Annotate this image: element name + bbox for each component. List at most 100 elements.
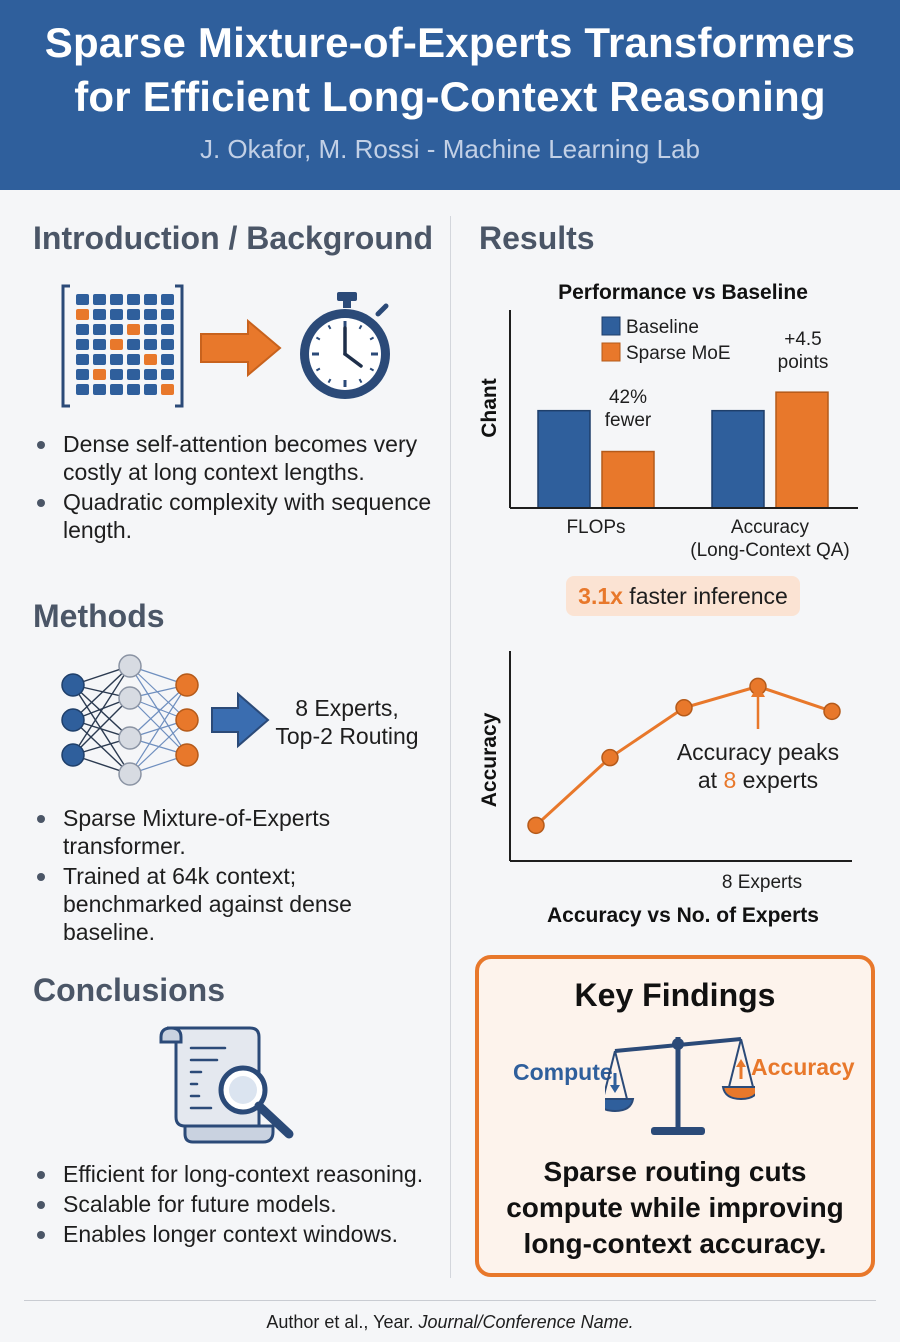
bar-chart-ylabel: Chant [478, 378, 501, 438]
network-icon [61, 654, 199, 786]
matrix-cell [144, 354, 157, 365]
intro-diagram [61, 284, 390, 408]
bar-baseline-flops [537, 409, 591, 509]
matrix-cell [110, 354, 123, 365]
bar-sparse-moe-accuracy [775, 391, 829, 509]
matrix-cell [76, 369, 89, 380]
intro-bullets: Dense self-attention becomes very costly… [33, 430, 433, 546]
clock-tick [327, 324, 332, 330]
line-chart-ylabel: Accuracy [478, 712, 501, 808]
matrix-cell [110, 309, 123, 320]
hidden-node [118, 726, 142, 750]
hidden-node [118, 654, 142, 678]
matrix-cell [93, 384, 106, 395]
matrix-cell [127, 369, 140, 380]
annotation-accuracy: +4.5 points [777, 329, 829, 373]
clock-tick [315, 336, 321, 341]
list-item: Dense self-attention becomes very costly… [33, 430, 433, 486]
legend-swatch-baseline [601, 316, 621, 336]
line-chart-title: Accuracy vs No. of Experts [547, 904, 819, 927]
hidden-node [118, 686, 142, 710]
legend-swatch-moe [601, 342, 621, 362]
key-findings-box: Key Findings Compute Accuracy Sparse rou… [475, 955, 875, 1277]
list-item: Enables longer context windows. [33, 1220, 443, 1248]
conclusions-title: Conclusions [33, 972, 226, 1008]
conclusions-bullets: Efficient for long-context reasoning. Sc… [33, 1160, 443, 1250]
clock-tick [369, 336, 375, 341]
title-line-2: for Efficient Long-Context Reasoning [74, 73, 826, 120]
bar-chart-legend: Baseline Sparse MoE [601, 316, 731, 364]
tick-label-flops: FLOPs [566, 517, 626, 538]
methods-diagram [61, 654, 270, 786]
right-arrow-icon [211, 691, 270, 749]
matrix-cell [76, 309, 89, 320]
line-chart [509, 651, 852, 862]
bar-sparse-moe-flops [601, 450, 655, 509]
matrix-cell [93, 369, 106, 380]
bar-chart-title: Performance vs Baseline [558, 281, 808, 304]
expert-node [175, 743, 199, 767]
title-line-1: Sparse Mixture-of-Experts Transformers [44, 19, 856, 66]
matrix-cell [127, 339, 140, 350]
methods-bullets: Sparse Mixture-of-Experts transformer. T… [33, 804, 433, 948]
up-arrow-icon [736, 1059, 746, 1079]
right-arrow-icon [200, 318, 282, 378]
matrix-cell [144, 324, 157, 335]
matrix-cell [93, 294, 106, 305]
matrix-cell [76, 324, 89, 335]
matrix-cell [144, 294, 157, 305]
matrix-cell [93, 354, 106, 365]
expert-node [175, 673, 199, 697]
matrix-cell [127, 324, 140, 335]
matrix-cell [161, 294, 174, 305]
clock-tick [358, 324, 363, 330]
list-item: Sparse Mixture-of-Experts transformer. [33, 804, 433, 860]
matrix-cell [93, 339, 106, 350]
tick-label-accuracy: Accuracy (Long-Context QA) [690, 517, 850, 561]
data-point-4 [823, 702, 841, 721]
matrix-cell [93, 309, 106, 320]
matrix-cell [144, 369, 157, 380]
list-item: Quadratic complexity with sequence lengt… [33, 488, 433, 544]
matrix-cell [110, 294, 123, 305]
matrix-cell [127, 294, 140, 305]
poster-title: Sparse Mixture-of-Experts Transformers f… [0, 0, 900, 124]
input-node [61, 743, 85, 767]
expert-node [175, 708, 199, 732]
compute-label: Compute [513, 1059, 613, 1085]
input-node [61, 673, 85, 697]
bar-chart: Baseline Sparse MoE [509, 310, 858, 509]
clock-tick [358, 378, 363, 384]
matrix-cell [127, 309, 140, 320]
bar-baseline-accuracy [711, 409, 765, 509]
key-findings-title: Key Findings [574, 977, 776, 1013]
footer-citation: Author et al., Year. Journal/Conference … [266, 1312, 634, 1332]
intro-title: Introduction / Background [33, 220, 433, 256]
matrix-cell [76, 384, 89, 395]
matrix-cell [76, 339, 89, 350]
matrix-cell [161, 324, 174, 335]
accuracy-label: Accuracy [751, 1054, 855, 1080]
matrix-cell [144, 309, 157, 320]
matrix-cell [110, 339, 123, 350]
document-search-icon [159, 1026, 294, 1144]
matrix-cell [144, 384, 157, 395]
matrix-cell [76, 294, 89, 305]
column-divider [450, 216, 451, 1278]
matrix-cell [161, 309, 174, 320]
legend-label-moe: Sparse MoE [626, 343, 731, 364]
matrix-cell [161, 384, 174, 395]
matrix-cell [110, 324, 123, 335]
key-findings-text: Sparse routing cuts compute while improv… [506, 1156, 844, 1259]
clock-tick [327, 378, 332, 384]
down-arrow-icon [610, 1073, 620, 1093]
peak-arrow-icon [751, 685, 765, 729]
legend-label-baseline: Baseline [626, 317, 699, 338]
speedup-badge: 3.1x faster inference [566, 576, 800, 616]
data-point-1 [601, 748, 619, 767]
speedup-value: 3.1x [578, 583, 623, 609]
authors: J. Okafor, M. Rossi - Machine Learning L… [199, 134, 700, 164]
annotation-flops: 42% fewer [604, 387, 652, 431]
matrix-cell [161, 354, 174, 365]
speedup-text: faster inference [622, 583, 788, 609]
